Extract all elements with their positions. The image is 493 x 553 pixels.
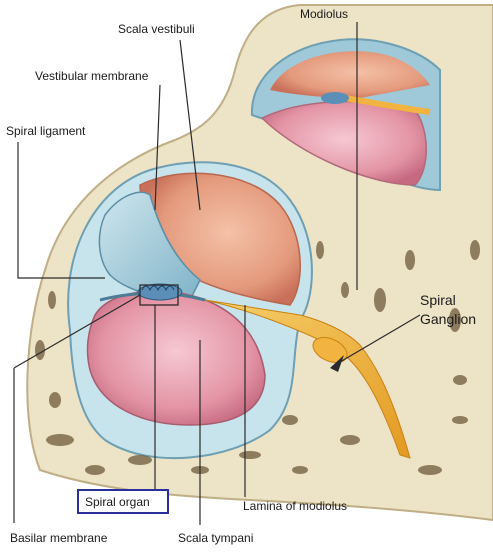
- label-spiral-ganglion-2: Ganglion: [420, 311, 476, 327]
- label-spiral-ganglion-1: Spiral: [420, 292, 456, 308]
- label-vestibular-membrane: Vestibular membrane: [35, 69, 149, 83]
- spiral-organ: [138, 284, 182, 300]
- label-basilar-membrane: Basilar membrane: [10, 531, 108, 545]
- label-scala-vestibuli: Scala vestibuli: [118, 22, 195, 36]
- label-lamina-of-modiolus: Lamina of modiolus: [243, 499, 347, 513]
- label-spiral-ligament: Spiral ligament: [6, 124, 86, 138]
- label-modiolus: Modiolus: [300, 7, 348, 21]
- label-spiral-organ: Spiral organ: [85, 495, 150, 509]
- label-scala-tympani: Scala tympani: [178, 531, 253, 545]
